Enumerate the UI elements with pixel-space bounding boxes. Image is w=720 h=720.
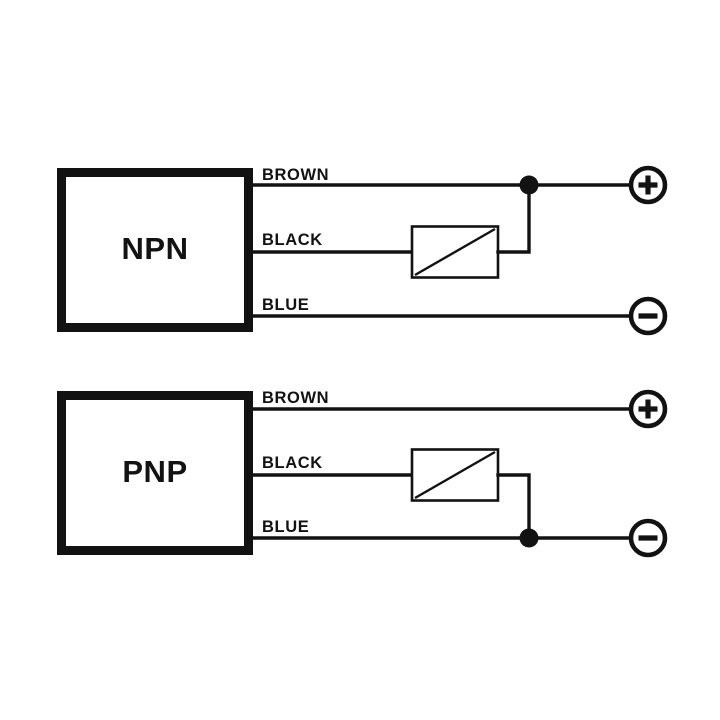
npn-sensor-box <box>57 168 253 332</box>
pnp-black-wire-label: BLACK <box>262 454 323 472</box>
pnp-load-diagonal-icon <box>414 450 496 500</box>
npn-circuit-group: NPN BROWN BLACK BLUE <box>57 165 668 336</box>
pnp-brown-wire-label: BROWN <box>262 389 329 407</box>
pnp-sensor-box <box>57 391 253 555</box>
pnp-junction-dot <box>519 528 539 548</box>
pnp-circuit-group: PNP BROWN BLACK BLUE <box>57 389 668 558</box>
npn-junction-dot <box>519 175 539 195</box>
pnp-blue-wire-label: BLUE <box>262 518 309 536</box>
npn-brown-wire-label: BROWN <box>262 166 329 184</box>
npn-negative-terminal <box>628 296 668 336</box>
npn-load-diagonal-icon <box>414 227 496 277</box>
npn-positive-terminal <box>628 165 668 205</box>
pnp-load-return-wire <box>496 473 531 540</box>
npn-sensor-label: NPN <box>122 231 189 266</box>
pnp-sensor-label: PNP <box>122 454 187 489</box>
npn-blue-wire-label: BLUE <box>262 296 309 314</box>
pnp-positive-terminal <box>628 389 668 429</box>
pnp-negative-terminal <box>628 518 668 558</box>
npn-black-wire-label: BLACK <box>262 231 323 249</box>
npn-load-return-wire <box>496 183 531 254</box>
